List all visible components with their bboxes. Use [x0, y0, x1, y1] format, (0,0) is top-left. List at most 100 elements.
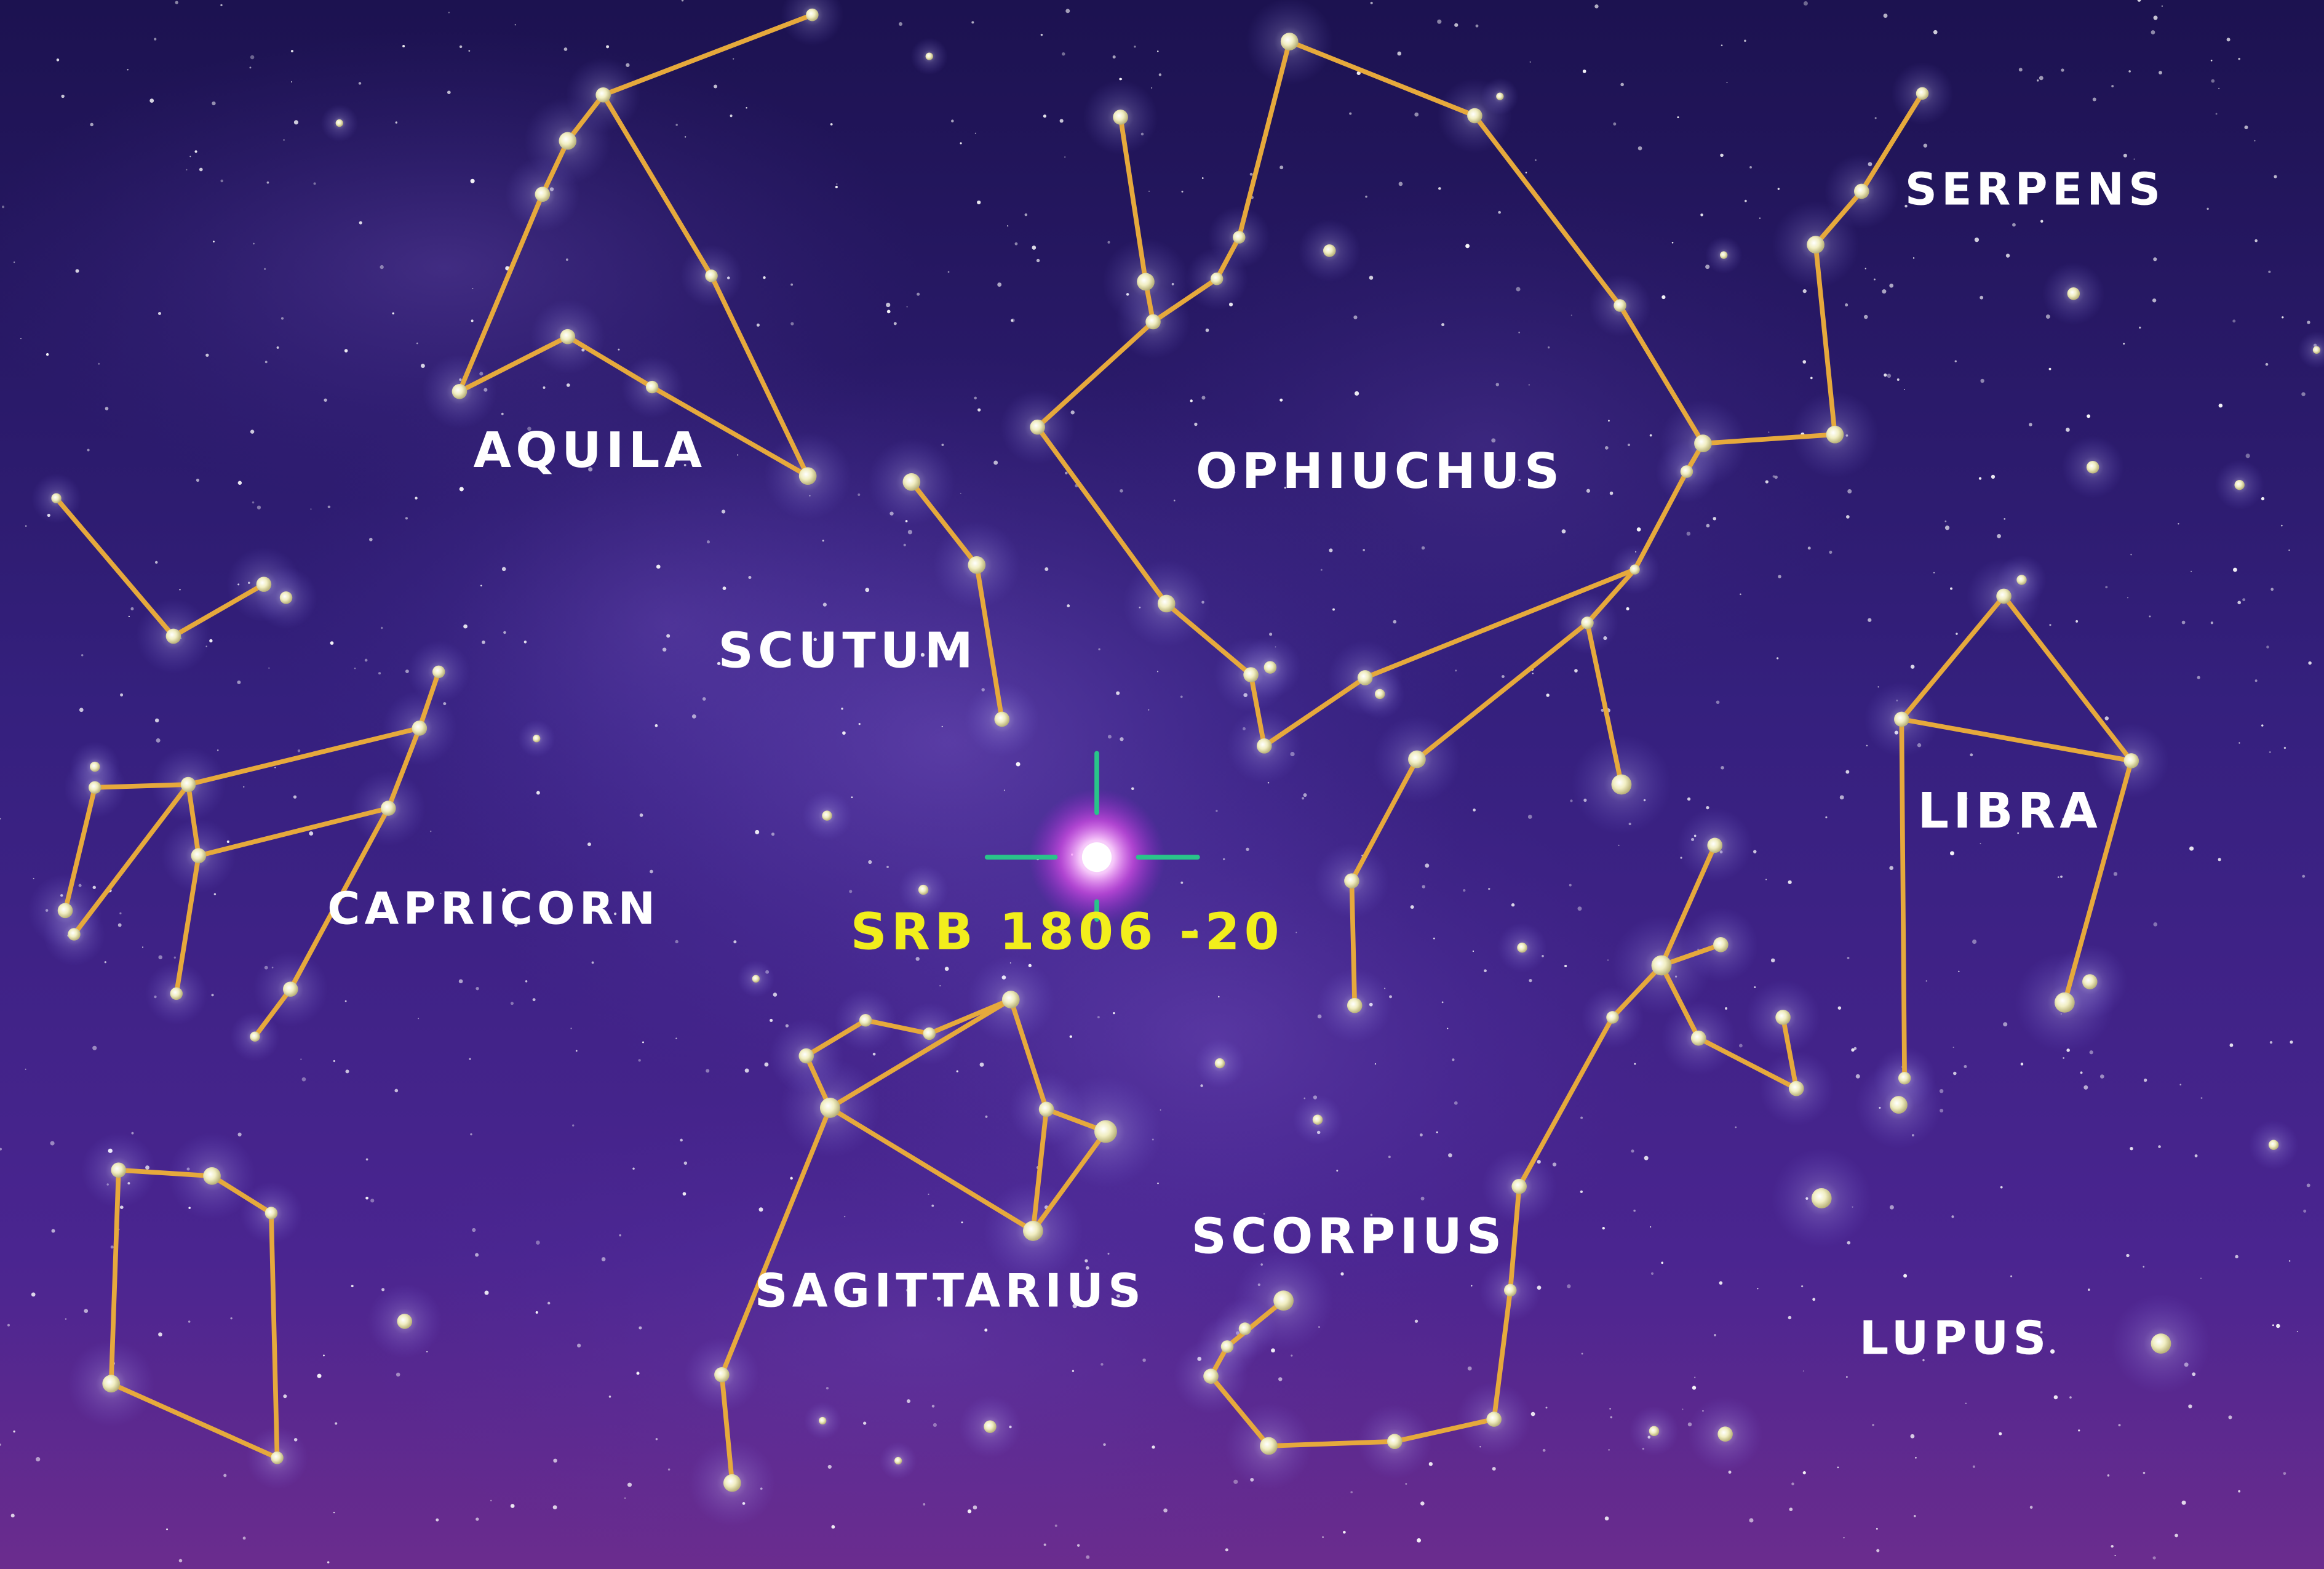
background-star: [1525, 172, 1527, 174]
background-star: [263, 268, 266, 270]
background-star: [142, 946, 144, 948]
star: [2054, 992, 2075, 1013]
background-star: [1789, 1507, 1793, 1511]
background-star: [2228, 1415, 2232, 1419]
background-star: [310, 508, 312, 510]
background-star: [1160, 1109, 1161, 1111]
background-star: [1582, 70, 1586, 73]
background-star: [2029, 1506, 2033, 1509]
star: [1511, 1178, 1527, 1194]
background-star: [1586, 489, 1591, 493]
background-star: [105, 407, 109, 410]
background-star: [56, 58, 60, 62]
background-star: [1542, 1448, 1546, 1452]
background-star: [1488, 1241, 1492, 1246]
background-star: [1180, 695, 1183, 698]
background-star: [440, 892, 442, 894]
star: [1137, 273, 1155, 291]
background-star: [220, 179, 223, 183]
background-star: [1964, 1064, 1967, 1068]
background-star: [2062, 818, 2064, 821]
background-star: [175, 1, 178, 4]
background-star: [1845, 770, 1850, 774]
background-star: [886, 309, 891, 314]
background-star: [1201, 177, 1204, 179]
background-star: [1633, 1209, 1636, 1212]
background-star: [98, 362, 100, 365]
background-star: [2039, 76, 2043, 81]
background-star: [2104, 716, 2109, 721]
background-star: [1032, 246, 1037, 250]
background-star: [471, 319, 474, 322]
star: [1233, 231, 1246, 244]
background-star: [365, 1158, 368, 1161]
background-star: [1883, 14, 1888, 18]
background-star: [863, 1421, 867, 1425]
background-star: [1810, 377, 1813, 380]
background-star: [1567, 1284, 1571, 1288]
background-star: [706, 1069, 710, 1073]
background-star: [358, 82, 362, 85]
background-star: [2071, 812, 2075, 816]
background-star: [1065, 471, 1068, 475]
background-star: [92, 1045, 97, 1050]
background-star: [1735, 1126, 1737, 1128]
background-star: [158, 1332, 162, 1337]
background-star: [1194, 422, 1198, 426]
background-star: [1964, 797, 1968, 800]
background-star: [2261, 724, 2264, 727]
background-star: [2308, 661, 2312, 665]
background-star: [2004, 517, 2006, 520]
background-star: [865, 588, 870, 593]
background-star: [721, 509, 726, 514]
star: [1387, 1434, 1403, 1450]
star: [1001, 991, 1020, 1008]
background-star: [960, 492, 961, 494]
background-star: [1419, 1133, 1423, 1136]
background-star: [333, 1511, 335, 1514]
background-star: [1604, 446, 1609, 450]
background-star: [1151, 87, 1153, 89]
background-star: [110, 1245, 114, 1249]
background-star: [13, 261, 15, 263]
star: [2082, 974, 2098, 989]
background-star: [335, 1422, 338, 1425]
background-star: [656, 564, 661, 569]
background-star: [1728, 1471, 1732, 1474]
star: [1713, 937, 1729, 952]
background-star: [1768, 431, 1770, 433]
background-star: [237, 481, 242, 485]
background-star: [1393, 620, 1397, 624]
background-star: [359, 221, 362, 225]
background-star: [415, 497, 418, 500]
background-star: [117, 923, 122, 927]
background-star: [1574, 669, 1578, 673]
background-star: [2218, 87, 2220, 90]
background-star: [2012, 223, 2016, 227]
background-star: [931, 1204, 934, 1207]
star: [923, 1027, 936, 1040]
background-star: [1765, 879, 1767, 880]
background-star: [1978, 477, 1982, 480]
background-star: [2063, 1057, 2065, 1059]
background-star: [2238, 742, 2240, 744]
background-star: [2005, 254, 2010, 258]
background-star: [1036, 258, 1040, 263]
background-star: [2282, 316, 2284, 319]
background-star: [1085, 1266, 1089, 1270]
label-scutum: SCUTUM: [718, 622, 977, 679]
background-star: [2113, 872, 2118, 876]
background-star: [250, 55, 255, 60]
background-star: [1772, 475, 1775, 478]
background-star: [1465, 244, 1470, 249]
background-star: [1040, 33, 1043, 36]
background-star: [941, 444, 944, 446]
background-star: [923, 1503, 926, 1506]
background-star: [591, 961, 594, 964]
background-star: [1608, 420, 1610, 422]
background-star: [416, 342, 418, 345]
background-star: [2175, 1533, 2178, 1538]
background-star: [1061, 929, 1064, 932]
background-star: [619, 1234, 621, 1237]
background-star: [827, 1464, 832, 1469]
